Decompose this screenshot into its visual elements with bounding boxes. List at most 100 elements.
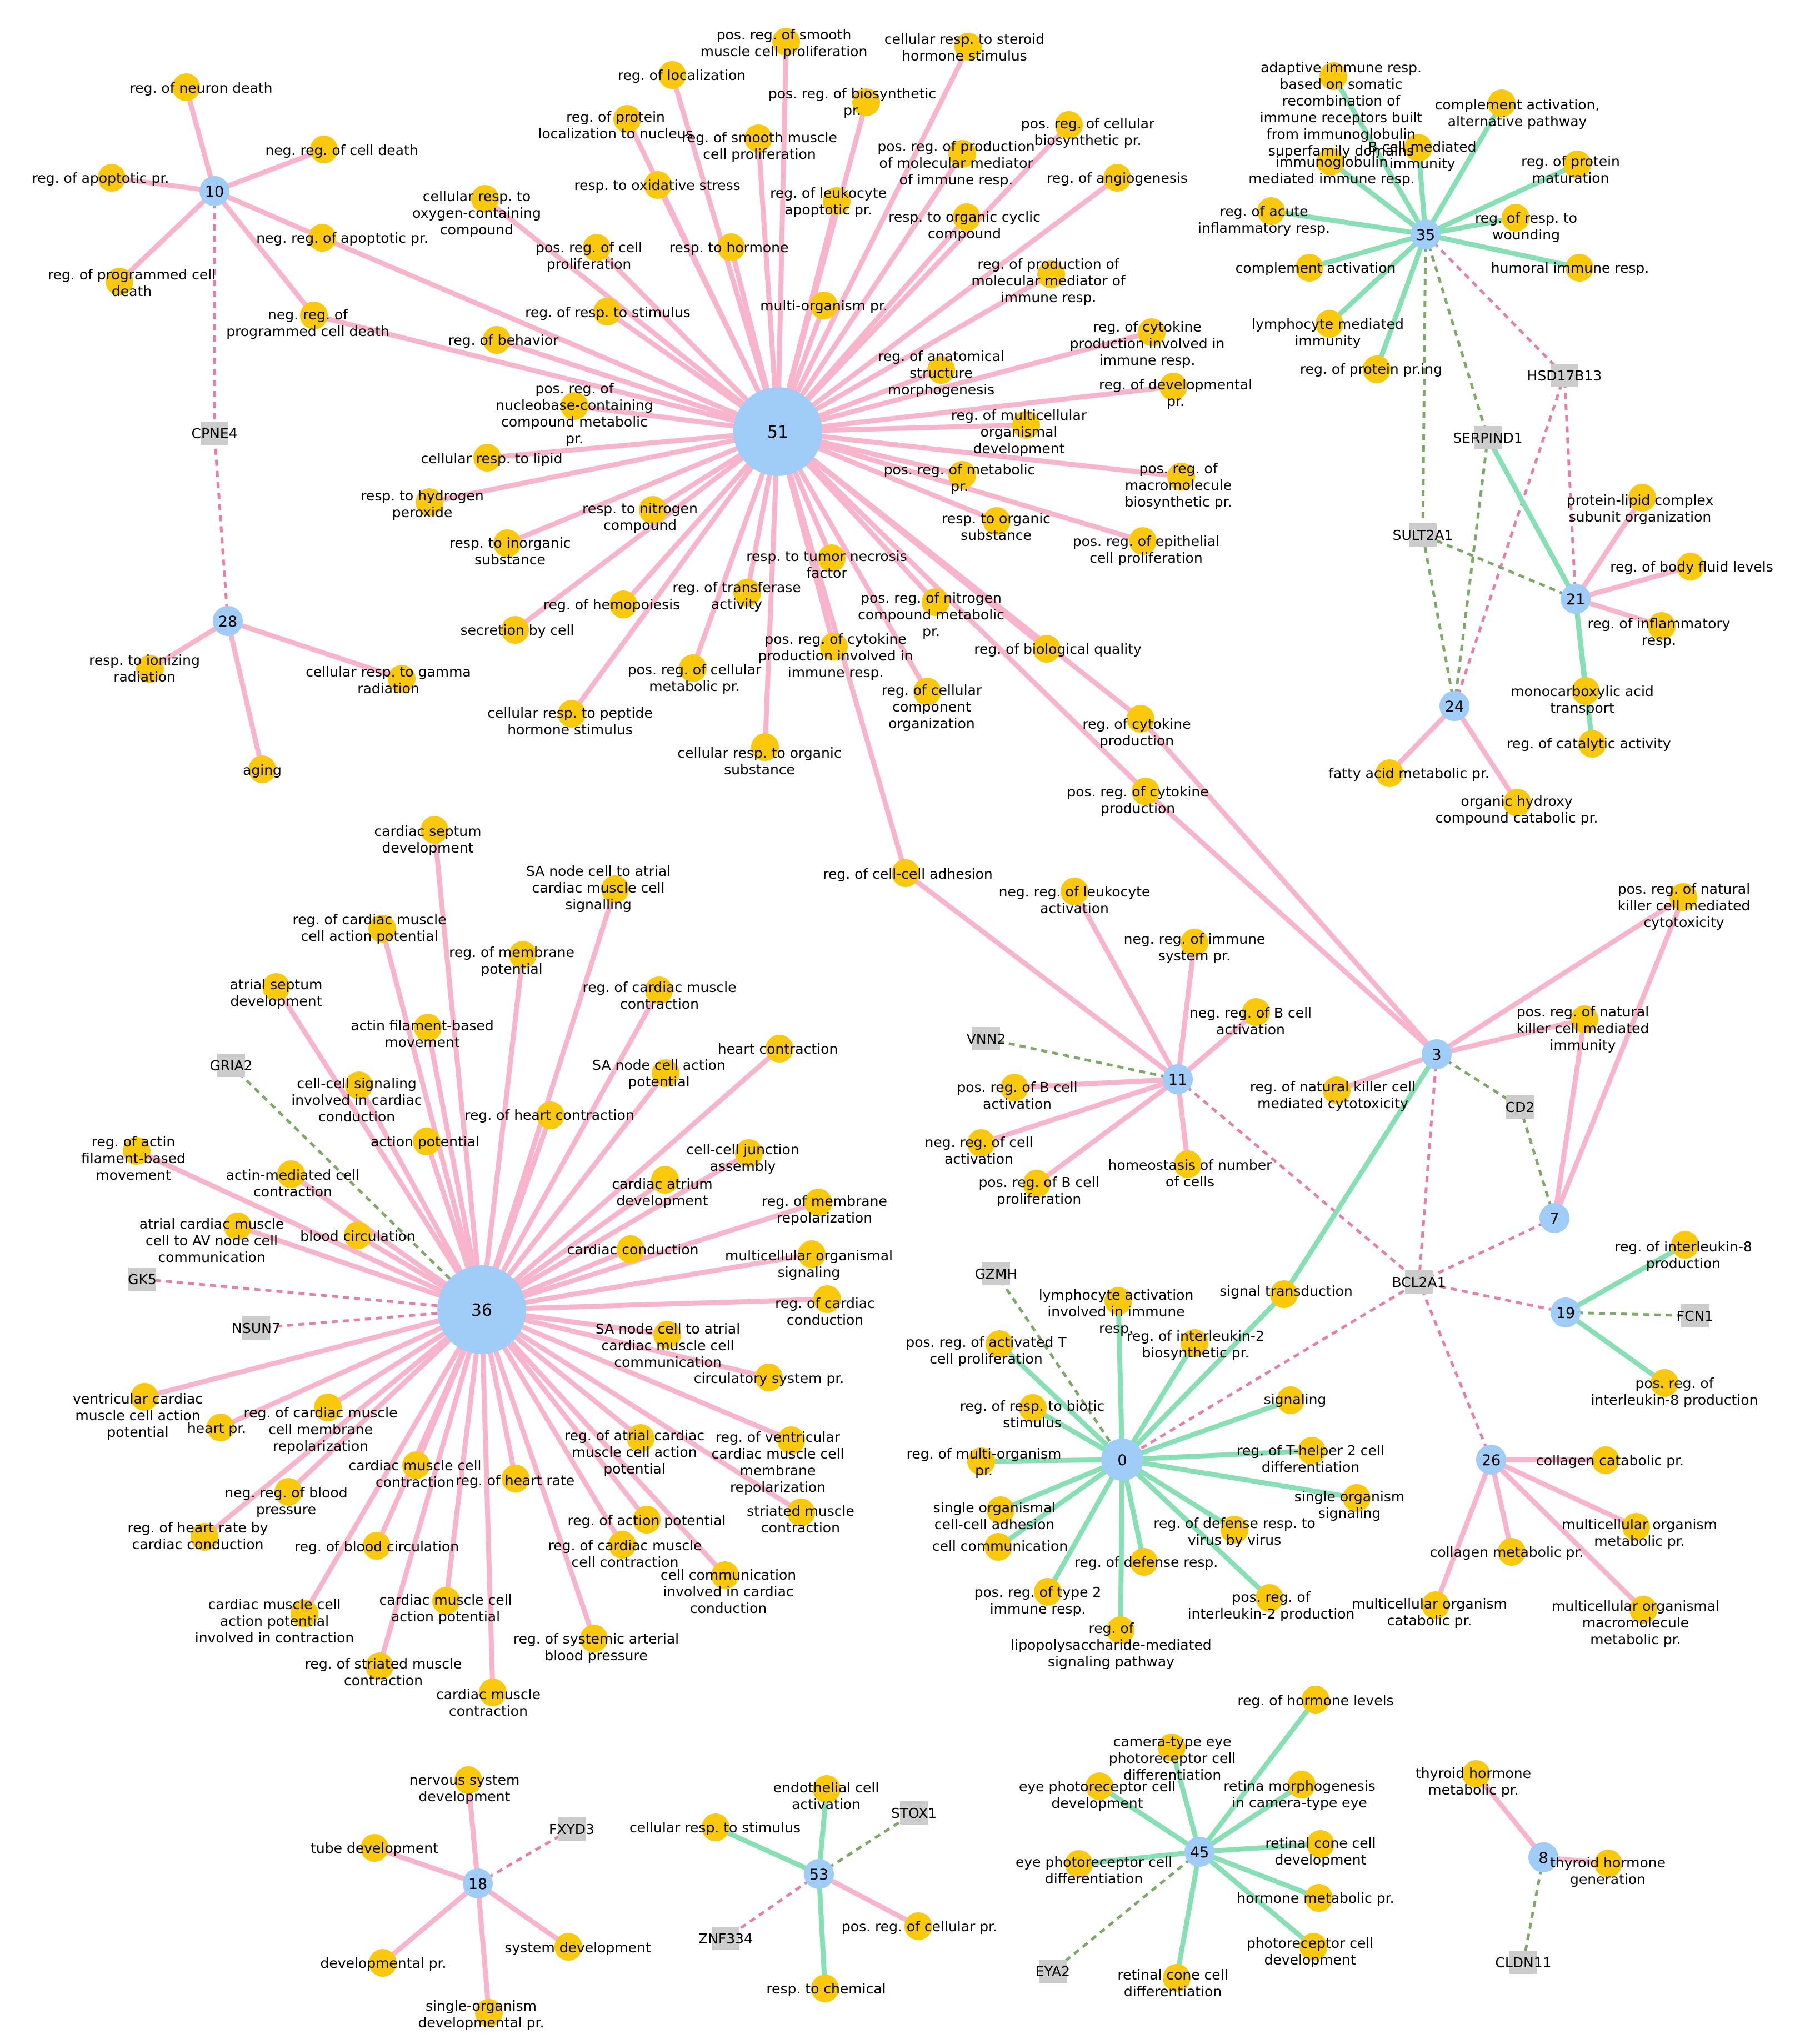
term-node-t51d[interactable]: [852, 88, 880, 116]
cluster-node-3[interactable]: [1422, 1039, 1452, 1069]
term-node-t51w[interactable]: [561, 392, 588, 420]
gene-node-NSUN7[interactable]: [242, 1316, 270, 1340]
term-node-t0k[interactable]: [1221, 1516, 1248, 1544]
term-node-t51r[interactable]: [810, 292, 838, 319]
term-node-t0h[interactable]: [1298, 1437, 1326, 1465]
term-node-t36k[interactable]: [537, 1101, 564, 1129]
cluster-node-21[interactable]: [1561, 584, 1591, 614]
cluster-node-18[interactable]: [463, 1868, 493, 1898]
gene-node-EYA2[interactable]: [1039, 1960, 1067, 1983]
term-node-t8b[interactable]: [1594, 1850, 1622, 1877]
term-node-t28a[interactable]: [136, 655, 164, 683]
term-node-t35k[interactable]: [1363, 355, 1391, 383]
term-node-t36al[interactable]: [711, 1561, 739, 1589]
term-node-t36ab[interactable]: [627, 1424, 654, 1452]
term-node-t53d[interactable]: [811, 1975, 839, 2002]
term-node-t51q[interactable]: [593, 298, 621, 325]
term-node-t10c[interactable]: [98, 164, 126, 192]
gene-node-VNN2[interactable]: [972, 1027, 1000, 1050]
term-node-t3b[interactable]: [1571, 1005, 1598, 1033]
term-node-t36an[interactable]: [432, 1587, 460, 1615]
term-node-t51v[interactable]: [1159, 373, 1187, 400]
term-node-t36am[interactable]: [291, 1600, 318, 1627]
term-node-t53c[interactable]: [904, 1912, 932, 1940]
term-node-t3a[interactable]: [1669, 883, 1697, 911]
term-node-t26e[interactable]: [1422, 1591, 1449, 1619]
cluster-node-24[interactable]: [1439, 691, 1469, 721]
term-node-t36p[interactable]: [651, 1166, 679, 1194]
term-node-t51ah[interactable]: [733, 579, 761, 607]
term-node-t45i[interactable]: [1163, 1964, 1191, 1992]
term-node-t51l[interactable]: [953, 203, 981, 231]
term-node-t36u[interactable]: [798, 1240, 826, 1268]
term-node-t36s[interactable]: [344, 1221, 372, 1249]
gene-node-GRIA2[interactable]: [217, 1054, 245, 1077]
term-node-t51ac[interactable]: [639, 496, 667, 524]
term-node-t51e[interactable]: [613, 105, 641, 133]
term-node-t10a[interactable]: [172, 73, 200, 101]
term-node-t51k[interactable]: [823, 187, 851, 215]
term-node-t36f[interactable]: [645, 976, 673, 1004]
cluster-node-19[interactable]: [1551, 1297, 1581, 1327]
term-node-t35d[interactable]: [1317, 148, 1344, 176]
term-node-t45d[interactable]: [1288, 1771, 1316, 1798]
term-node-t45e[interactable]: [1307, 1830, 1334, 1858]
term-node-t36ah[interactable]: [787, 1499, 815, 1526]
term-node-t0g[interactable]: [967, 1447, 995, 1475]
cluster-node-7[interactable]: [1539, 1203, 1569, 1233]
term-node-t26b[interactable]: [1622, 1513, 1650, 1541]
term-node-t26a[interactable]: [1592, 1446, 1619, 1474]
term-node-t36ak[interactable]: [608, 1531, 636, 1559]
term-node-t51aj[interactable]: [609, 590, 637, 618]
term-node-t18e[interactable]: [475, 1999, 503, 2027]
term-node-t36ad[interactable]: [402, 1451, 430, 1479]
gene-node-HSD17B13[interactable]: [1551, 364, 1578, 387]
term-node-t36aj[interactable]: [363, 1532, 391, 1560]
term-node-t51ak[interactable]: [501, 616, 529, 644]
term-node-t51af[interactable]: [1129, 527, 1157, 555]
term-node-t45c[interactable]: [1086, 1772, 1113, 1800]
cluster-node-8[interactable]: [1528, 1842, 1558, 1872]
term-node-t51ai[interactable]: [922, 588, 949, 616]
term-node-t21e[interactable]: [1578, 730, 1606, 758]
term-node-t18a[interactable]: [454, 1766, 482, 1794]
gene-node-GK5[interactable]: [128, 1268, 156, 1291]
term-node-t51y[interactable]: [473, 444, 501, 472]
term-node-t51s[interactable]: [1138, 318, 1166, 346]
term-node-t19b[interactable]: [1651, 1369, 1678, 1397]
term-node-t21b[interactable]: [1677, 553, 1704, 580]
term-node-t11b[interactable]: [1181, 929, 1208, 956]
term-node-t11g[interactable]: [1174, 1150, 1202, 1178]
term-node-t10f[interactable]: [300, 302, 328, 329]
term-node-t51ab[interactable]: [416, 488, 443, 516]
term-node-t36e[interactable]: [262, 973, 290, 1001]
term-node-t45b[interactable]: [1158, 1734, 1186, 1761]
term-node-t36b[interactable]: [601, 875, 629, 903]
gene-node-GZMH[interactable]: [982, 1262, 1010, 1285]
term-node-t11a[interactable]: [1061, 878, 1088, 905]
term-node-t53b[interactable]: [702, 1813, 729, 1841]
term-node-t51aa[interactable]: [1167, 463, 1195, 490]
cluster-node-53[interactable]: [804, 1859, 834, 1889]
term-node-t36v[interactable]: [813, 1285, 841, 1313]
term-node-t51as[interactable]: [1132, 778, 1159, 805]
term-node-t51u[interactable]: [927, 356, 955, 384]
term-node-t53a[interactable]: [813, 1775, 841, 1803]
term-node-t51b[interactable]: [954, 33, 982, 61]
gene-node-FCN1[interactable]: [1681, 1304, 1709, 1327]
term-node-t35j[interactable]: [1316, 310, 1343, 338]
term-node-t36ac[interactable]: [777, 1426, 805, 1454]
term-node-t24a[interactable]: [1376, 759, 1403, 787]
term-node-t36a[interactable]: [421, 816, 448, 844]
term-node-t51a[interactable]: [772, 28, 800, 56]
term-node-t35f[interactable]: [1257, 197, 1285, 225]
term-node-t0a[interactable]: [1104, 1287, 1132, 1315]
term-node-t51j[interactable]: [644, 171, 672, 199]
term-node-t51ao[interactable]: [913, 678, 941, 705]
term-node-t21a[interactable]: [1628, 484, 1656, 512]
cluster-node-51[interactable]: [733, 387, 822, 476]
term-node-t26c[interactable]: [1498, 1538, 1526, 1566]
term-node-t28c[interactable]: [248, 755, 276, 783]
term-node-t36z[interactable]: [755, 1364, 783, 1391]
term-node-t36w[interactable]: [653, 1321, 681, 1349]
